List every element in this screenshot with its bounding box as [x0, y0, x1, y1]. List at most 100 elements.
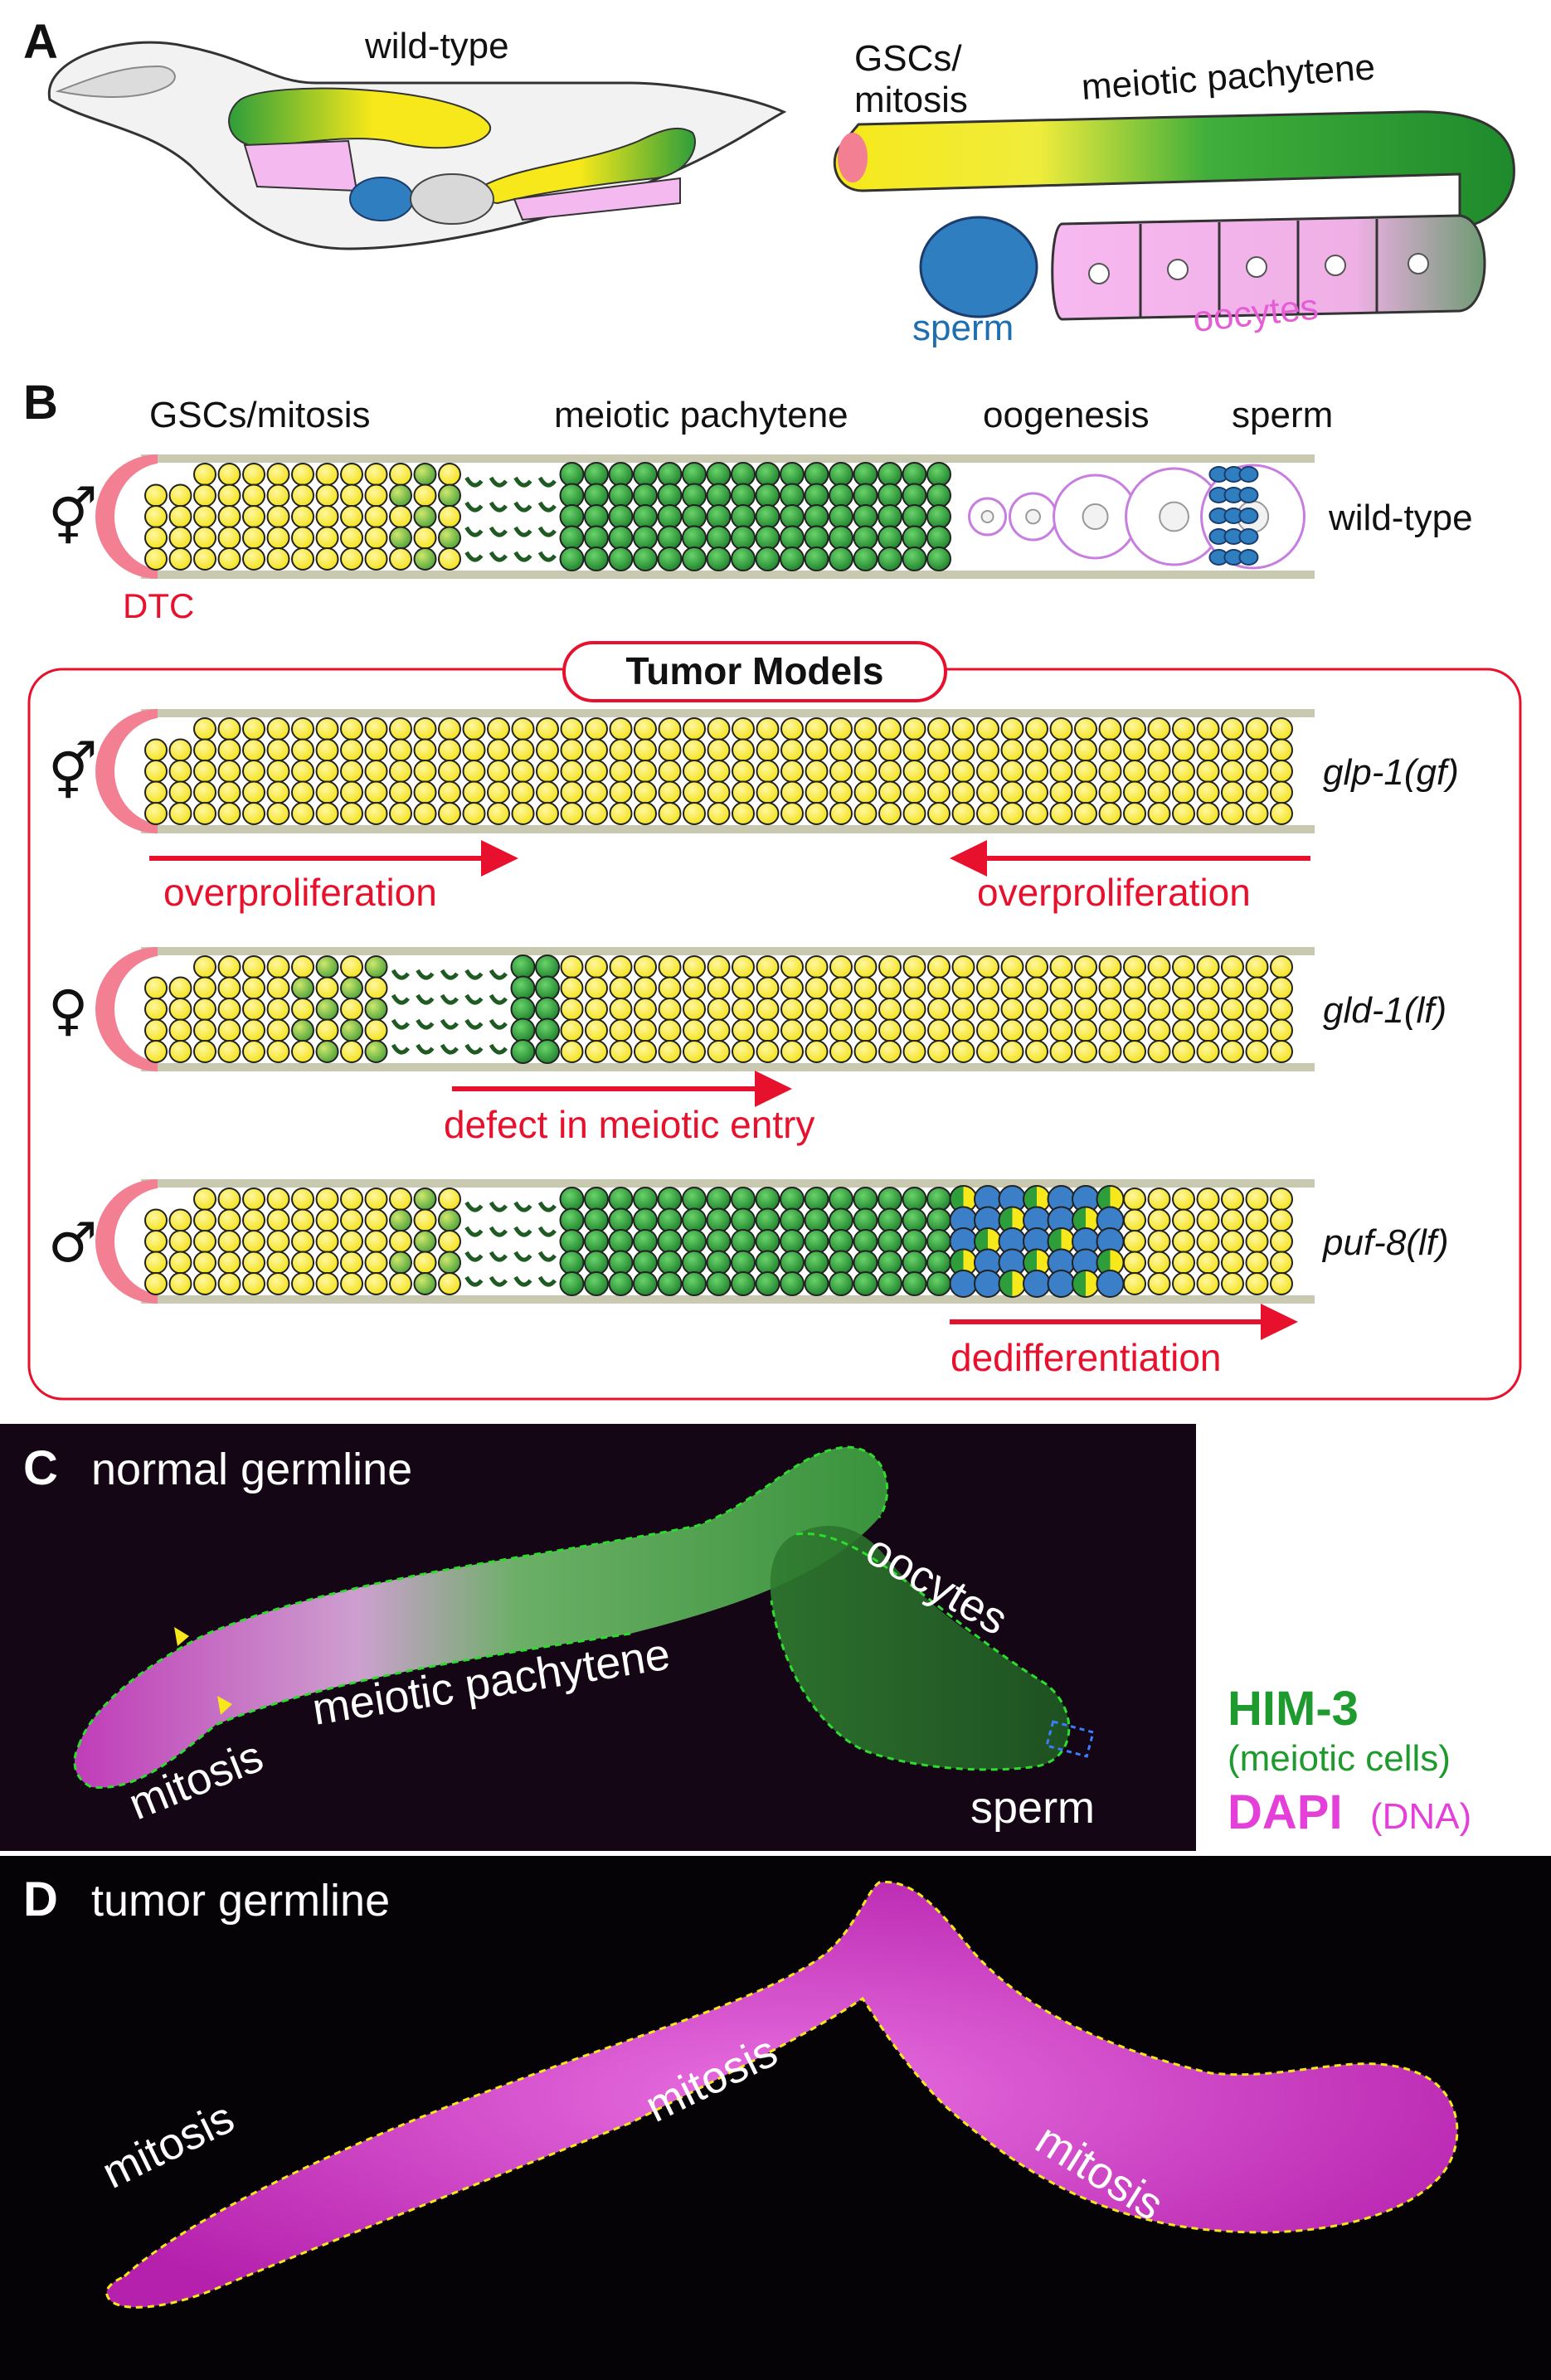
germ-cell [927, 1018, 951, 1042]
germ-cell [266, 976, 290, 1000]
germ-cell [413, 1272, 437, 1295]
germ-cell [1074, 1040, 1097, 1063]
germ-cell [315, 1208, 339, 1232]
germ-cell [144, 1040, 168, 1063]
germ-cell [340, 1251, 363, 1275]
germ-cell [683, 717, 706, 741]
germ-cell [389, 738, 412, 762]
germ-cell [585, 1018, 608, 1042]
germ-cell [315, 717, 339, 741]
germ-cell [707, 760, 731, 783]
germ-cell [144, 1208, 168, 1232]
crescent-nucleus [464, 1275, 484, 1287]
germ-cell [340, 463, 363, 486]
germ-cell [560, 1018, 584, 1042]
worm-label: wild-type [364, 26, 509, 66]
germ-cell [683, 1040, 706, 1063]
normal-germline-proximal [770, 1526, 1069, 1770]
germ-cell [364, 955, 388, 979]
germ-cell [1270, 717, 1293, 741]
germ-cell [1196, 1018, 1220, 1042]
germ-cell [315, 780, 339, 804]
germ-cell [1196, 1251, 1220, 1275]
germ-cell [266, 780, 290, 804]
germ-cell [364, 1188, 388, 1211]
germ-cell [242, 976, 265, 1000]
germ-cell [878, 1229, 902, 1254]
germ-cell [389, 760, 412, 783]
germ-cell [804, 1250, 829, 1275]
germ-cell [168, 1040, 192, 1063]
germ-cell [853, 1018, 878, 1042]
germ-cell [585, 998, 608, 1021]
germ-cell [585, 955, 608, 979]
germ-cell [633, 1229, 658, 1254]
germ-cell [829, 1207, 853, 1233]
normal-sperm-label: sperm [970, 1783, 1095, 1833]
arrow-glp-left-label: overproliferation [163, 871, 437, 914]
crescent-nucleus [513, 1251, 532, 1262]
germ-cell [1172, 955, 1195, 979]
gonad-sperm-mass [919, 216, 1038, 318]
germ-cell [829, 546, 853, 571]
germ-cell [168, 1018, 192, 1042]
germ-cell [1098, 760, 1122, 783]
germ-cell [706, 483, 732, 508]
germ-cell [266, 505, 290, 528]
germ-cell [780, 780, 804, 804]
germ-cell [633, 1250, 658, 1275]
dtc-label: DTC [123, 586, 194, 625]
panel-label-c: C [23, 1441, 58, 1495]
germ-cell [609, 802, 633, 825]
germ-cell [878, 504, 902, 529]
germ-cell [217, 760, 241, 783]
germ-cell [780, 760, 804, 783]
germ-cell [1245, 1188, 1269, 1211]
germ-cell [805, 998, 829, 1021]
germ-cell [1000, 802, 1024, 825]
germ-cell [584, 483, 609, 508]
germ-cell [535, 975, 560, 1001]
germ-cell [976, 976, 999, 1000]
germ-cell [609, 955, 633, 979]
germ-cell [878, 1040, 902, 1063]
germ-cell [1221, 1208, 1244, 1232]
germ-cell [217, 717, 241, 741]
germ-cell [217, 1188, 241, 1211]
germ-cell [976, 760, 999, 783]
germ-cell [340, 1230, 363, 1253]
germ-cell [168, 505, 192, 528]
germ-cell [902, 1040, 926, 1063]
germ-cell [878, 546, 902, 571]
legend-him3: HIM-3 [1228, 1682, 1359, 1736]
germ-cell [853, 1250, 878, 1275]
germ-cell [853, 1187, 878, 1212]
germ-cell [682, 546, 707, 571]
germ-cell [731, 462, 756, 487]
crescent-nucleus [464, 1251, 484, 1262]
crescent-nucleus [489, 476, 508, 488]
germ-cell [927, 717, 951, 741]
germ-cell [144, 1251, 168, 1275]
germ-cell [193, 1230, 216, 1253]
germ-cell [340, 1208, 363, 1232]
germ-cell [1221, 1230, 1244, 1253]
germ-cell [315, 760, 339, 783]
tumor-germline-body [105, 1881, 1459, 2309]
germ-cell [658, 1040, 682, 1063]
germ-cell [951, 976, 975, 1000]
germ-cell [731, 504, 756, 529]
gonad-distal-arm [833, 110, 1515, 230]
germ-cell [1074, 780, 1097, 804]
germ-cell [804, 1229, 829, 1254]
germ-cell [1025, 802, 1048, 825]
germ-cell [1000, 998, 1024, 1021]
germ-cell [634, 998, 657, 1021]
germ-cell [878, 802, 902, 825]
germ-cell [706, 1187, 732, 1212]
germ-cell [1123, 1188, 1146, 1211]
germ-cell [242, 802, 265, 825]
germ-cell [1270, 955, 1293, 979]
germ-cell [1196, 738, 1220, 762]
germ-cell [340, 1272, 363, 1295]
